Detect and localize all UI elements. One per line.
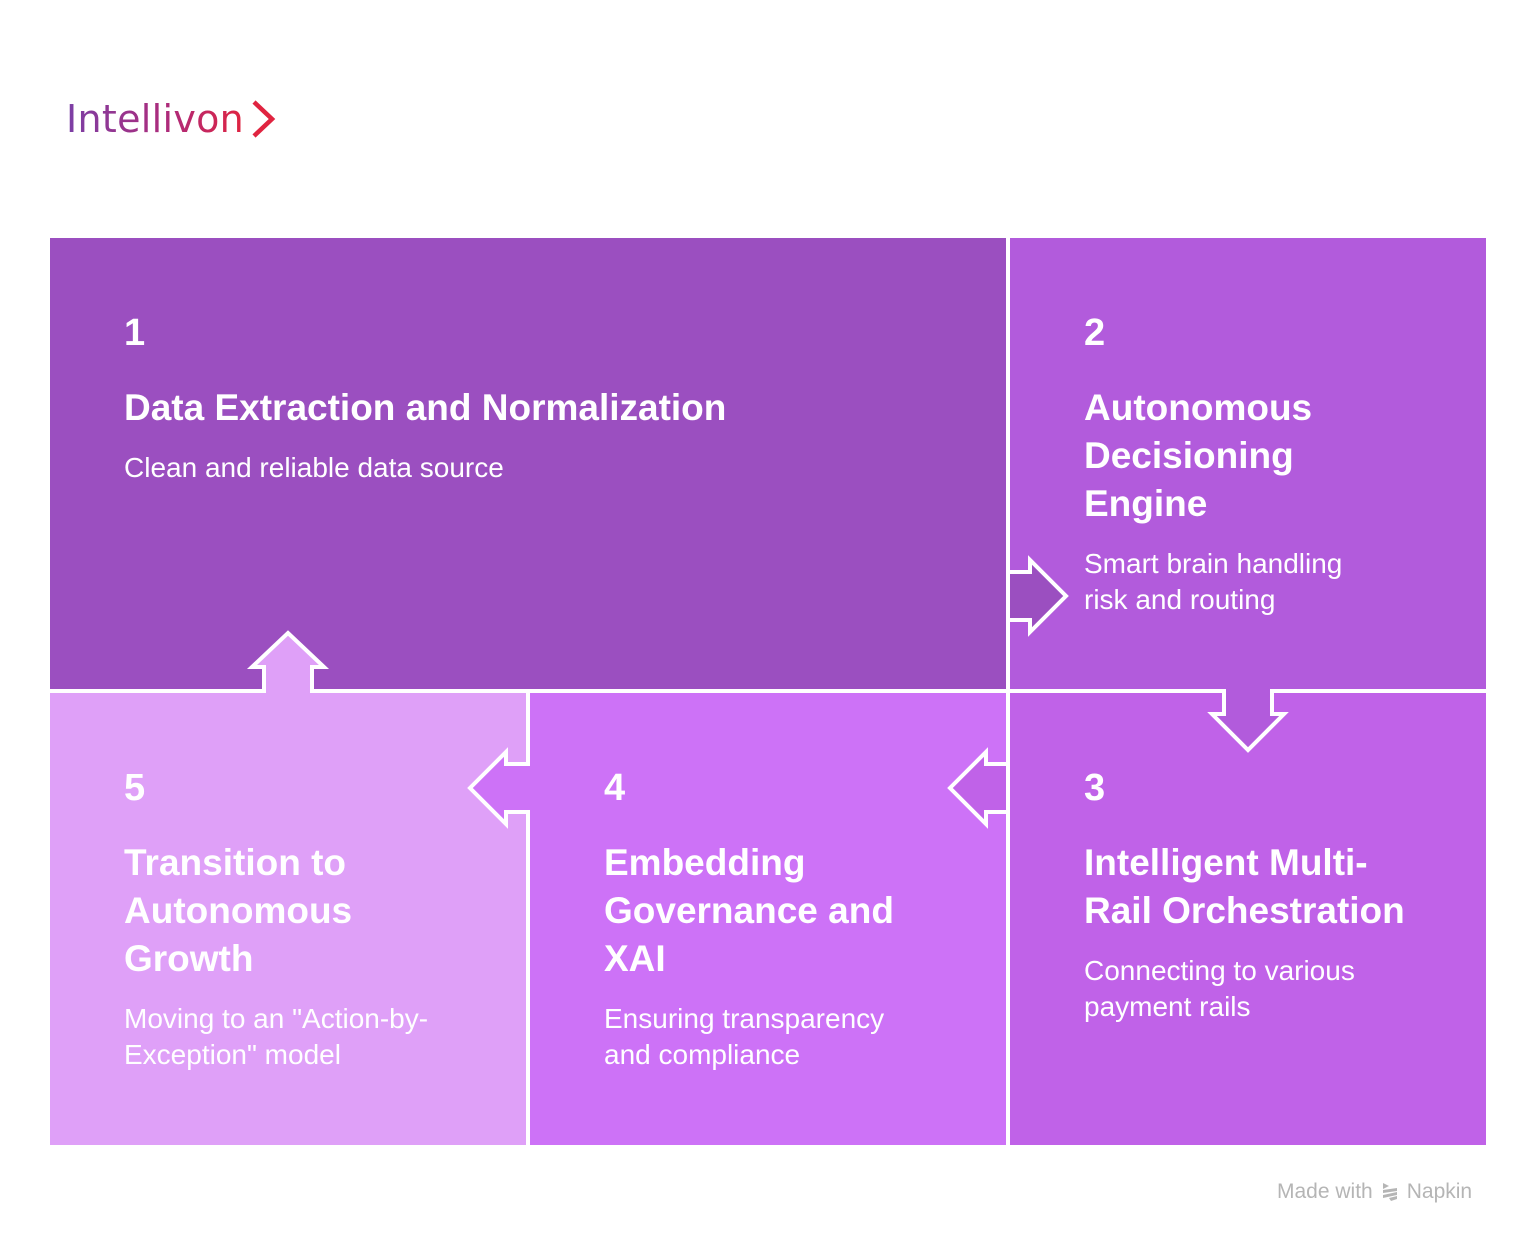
- step-tile-4: 4 Embedding Governance and XAI Ensuring …: [530, 693, 1006, 1145]
- step-description: Ensuring transparency and compliance: [604, 1003, 885, 1070]
- step-number: 4: [604, 767, 626, 809]
- step-tile-2: 2 Autonomous Decisioning Engine Smart br…: [1010, 238, 1486, 689]
- chevron-right-icon: [252, 100, 276, 138]
- step-number: 3: [1084, 767, 1106, 809]
- step-title: Data Extraction and Normalization: [124, 387, 727, 428]
- made-with-label: Made with: [1277, 1180, 1373, 1203]
- step-title: Intelligent Multi-Rail Orchestration: [1084, 842, 1405, 931]
- step-description: Clean and reliable data source: [124, 452, 504, 483]
- step-tile-5: 5 Transition to Autonomous Growth Moving…: [50, 693, 526, 1145]
- brand-logo: Intellivon: [66, 94, 276, 144]
- step-tile-1: 1 Data Extraction and Normalization Clea…: [50, 238, 1006, 689]
- napkin-logo-icon: [1382, 1183, 1397, 1201]
- brand-name: Intellivon: [66, 97, 245, 141]
- step-number: 2: [1084, 312, 1106, 354]
- step-tile-3: 3 Intelligent Multi-Rail Orchestration C…: [1010, 693, 1486, 1145]
- step-description: Moving to an "Action-by-Exception" model: [124, 1003, 429, 1070]
- step-title: Autonomous Decisioning Engine: [1084, 387, 1313, 524]
- step-number: 1: [124, 312, 146, 354]
- step-title: Transition to Autonomous Growth: [124, 842, 353, 979]
- napkin-brand: Napkin: [1406, 1180, 1473, 1203]
- footer-attribution: Made with Napkin: [1277, 1180, 1472, 1204]
- step-title: Embedding Governance and XAI: [604, 842, 894, 979]
- step-description: Connecting to various payment rails: [1084, 955, 1355, 1022]
- step-description: Smart brain handling risk and routing: [1084, 548, 1343, 615]
- step-number: 5: [124, 767, 146, 809]
